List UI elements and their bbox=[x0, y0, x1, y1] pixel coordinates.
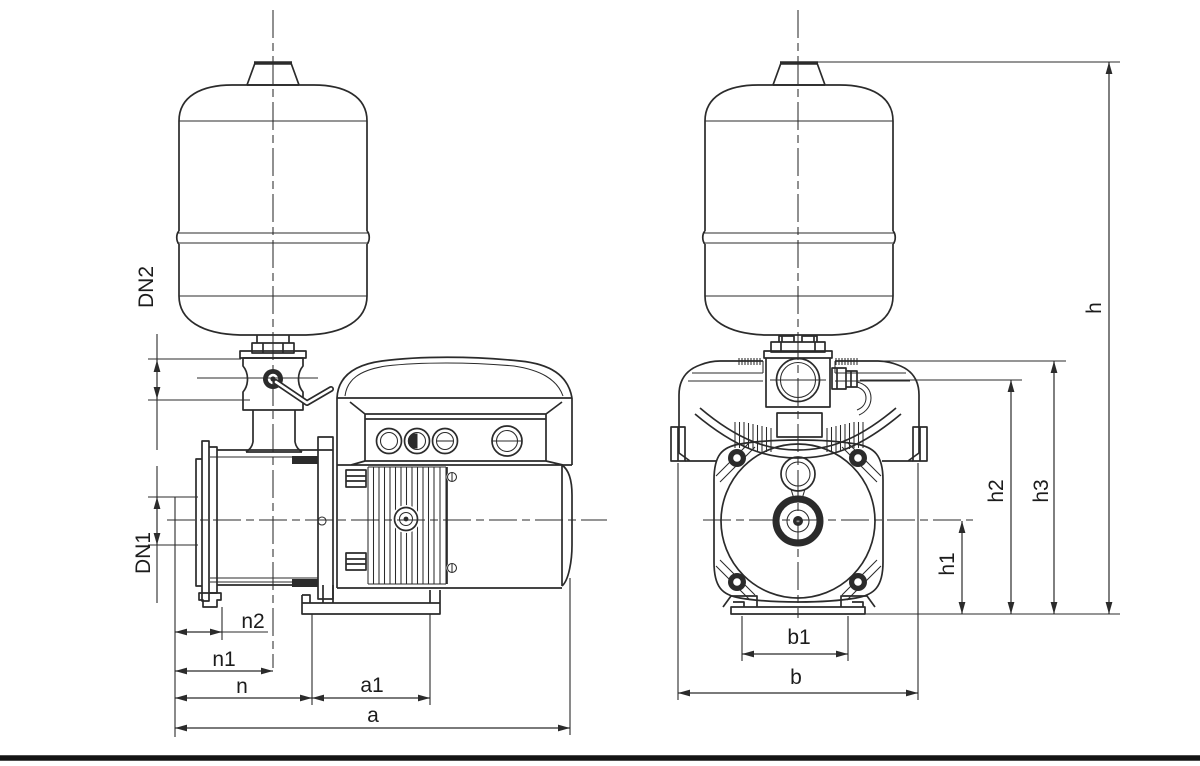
label-h3: h3 bbox=[1030, 479, 1053, 502]
label-h: h bbox=[1083, 302, 1106, 314]
screw-top bbox=[446, 471, 458, 483]
drain-plug bbox=[198, 592, 222, 608]
nameplate bbox=[776, 412, 823, 438]
bolt-bottom-left-hole bbox=[733, 578, 741, 586]
valve-top-plate bbox=[239, 350, 307, 359]
extension-lines bbox=[148, 61, 1120, 737]
gland-1-inner bbox=[379, 431, 399, 451]
tank-neck-fitting bbox=[251, 335, 295, 354]
valve-block-outline bbox=[763, 350, 833, 408]
label-n: n bbox=[236, 675, 248, 698]
pump-casing-side bbox=[195, 436, 334, 608]
control-box-lid-inner bbox=[344, 362, 564, 397]
panel-screws bbox=[446, 471, 458, 574]
valve-block-side bbox=[239, 350, 334, 453]
valve-body bbox=[242, 357, 304, 411]
gland-3-inner bbox=[435, 431, 455, 451]
front-view bbox=[670, 10, 973, 618]
bolt-top-left-hole bbox=[733, 454, 741, 462]
control-box-body bbox=[336, 397, 573, 588]
casing-seal-band-top bbox=[292, 456, 318, 464]
control-box-lid bbox=[336, 356, 573, 399]
label-b: b bbox=[790, 666, 802, 689]
tank-air-valve-cap bbox=[246, 62, 300, 86]
label-a1: a1 bbox=[360, 674, 383, 697]
flange-outline bbox=[713, 439, 884, 603]
label-a: a bbox=[367, 704, 379, 727]
gland-3 bbox=[431, 427, 459, 455]
label-b1: b1 bbox=[787, 626, 810, 649]
bolt-top-right-hole bbox=[854, 454, 862, 462]
feet-front bbox=[722, 595, 876, 615]
tie-bolt-center bbox=[403, 516, 409, 522]
suction-flange-plates bbox=[195, 440, 218, 602]
gland-2 bbox=[403, 427, 431, 455]
cable-glands bbox=[375, 425, 523, 457]
tie-bolt-mid bbox=[398, 511, 414, 527]
pressure-fitting bbox=[831, 367, 858, 390]
dimensions: DN2 DN1 n2 n1 n a1 a b1 b h1 h2 h3 h bbox=[132, 61, 1120, 737]
gland-2-plug bbox=[407, 433, 418, 449]
tank-cap-front bbox=[772, 62, 826, 86]
tank-outline bbox=[175, 84, 371, 336]
terminal-lugs bbox=[345, 469, 367, 571]
tank-union-nut bbox=[770, 335, 826, 353]
screw-bottom bbox=[446, 562, 458, 574]
label-n2: n2 bbox=[241, 610, 264, 633]
gland-1 bbox=[375, 427, 403, 455]
housing-outline bbox=[678, 360, 920, 462]
tank-outline-front bbox=[701, 84, 897, 336]
tank-seam-lines-front bbox=[703, 120, 895, 297]
housing-top-knurl bbox=[738, 358, 858, 365]
side-view bbox=[167, 10, 607, 668]
label-dn2: DN2 bbox=[135, 266, 158, 308]
pressure-tank-front bbox=[701, 61, 897, 353]
label-h1: h1 bbox=[936, 552, 959, 575]
casing-plug bbox=[317, 516, 327, 526]
casing-seal-band-bottom bbox=[292, 579, 318, 587]
tie-bolt-outer bbox=[393, 506, 419, 532]
housing-inner-lines bbox=[688, 361, 910, 382]
label-h2: h2 bbox=[985, 479, 1008, 502]
discharge-pipe bbox=[245, 410, 303, 453]
housing-front bbox=[670, 358, 928, 462]
label-n1: n1 bbox=[212, 648, 235, 671]
sensor-cable bbox=[856, 381, 872, 416]
flange-bolts bbox=[728, 449, 867, 591]
bolt-bottom-right-hole bbox=[854, 578, 862, 586]
mounting-foot-side bbox=[301, 585, 441, 615]
label-dn1: DN1 bbox=[132, 532, 155, 574]
motor-side bbox=[301, 356, 573, 615]
side-tabs bbox=[670, 426, 928, 462]
valve-handle-inner bbox=[274, 380, 333, 405]
